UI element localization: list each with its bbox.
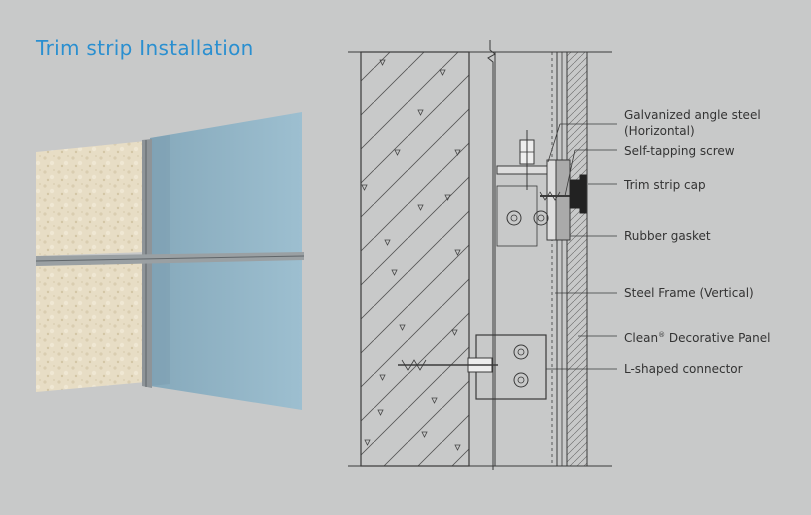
concrete-aggregate	[361, 59, 461, 451]
label-self-tapping-screw: Self-tapping screw	[624, 144, 735, 158]
rubber-gasket	[555, 159, 571, 241]
cross-section-drawing	[348, 40, 617, 470]
upper-bolt	[519, 130, 535, 190]
l-shaped-connector	[398, 334, 547, 400]
trim-strip-cap	[569, 174, 587, 214]
leader-lines	[546, 123, 617, 370]
label-galvanized-angle-steel: Galvanized angle steel (Horizontal)	[624, 108, 761, 138]
nut-bolt-2	[533, 210, 549, 226]
perspective-illustration	[35, 112, 305, 410]
stone-panel-lower	[36, 263, 146, 392]
concrete-wall	[360, 51, 470, 467]
label-decorative-panel: Clean® Decorative Panel	[624, 331, 771, 345]
label-rubber-gasket: Rubber gasket	[624, 229, 711, 243]
self-tapping-screw	[539, 191, 575, 201]
label-l-shaped-connector: L-shaped connector	[624, 362, 743, 376]
diagram-title: Trim strip Installation	[36, 36, 254, 60]
decorative-panel	[566, 51, 588, 467]
label-steel-frame-vertical: Steel Frame (Vertical)	[624, 286, 754, 300]
label-trim-strip-cap: Trim strip cap	[624, 178, 706, 192]
stone-panel-upper	[36, 141, 146, 256]
nut-bolt-1	[506, 210, 522, 226]
